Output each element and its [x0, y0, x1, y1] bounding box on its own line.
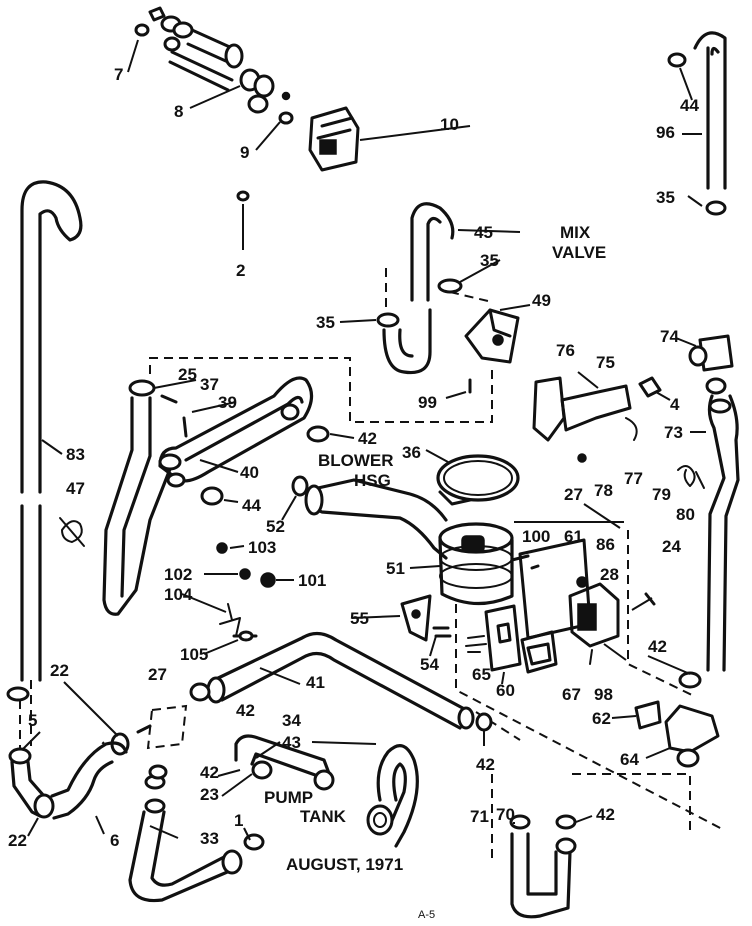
valve-assembly: [134, 6, 471, 250]
callout: 74: [660, 327, 679, 346]
callout: 47: [66, 479, 85, 498]
callout: 103: [248, 538, 276, 557]
callout: 24: [662, 537, 681, 556]
callout: 39: [218, 393, 237, 412]
callout: 52: [266, 517, 285, 536]
callout: 8: [174, 102, 183, 121]
callout: 22: [50, 661, 69, 680]
callout: 42: [648, 637, 667, 656]
callout: 25: [178, 365, 197, 384]
callout: 2: [236, 261, 245, 280]
callout: 22: [8, 831, 27, 850]
callout: 35: [480, 251, 499, 270]
footer-page: A-5: [418, 909, 435, 921]
hose-96: [667, 31, 727, 216]
callout: 79: [652, 485, 671, 504]
callout: 105: [180, 645, 208, 664]
hose-40-assembly: [102, 376, 314, 616]
callout: 6: [110, 831, 119, 850]
hose-41: [189, 631, 521, 741]
callout: 60: [496, 681, 515, 700]
callout: 98: [594, 685, 613, 704]
callout: 70: [496, 805, 515, 824]
callout: 71: [470, 807, 489, 826]
callout: 73: [664, 423, 683, 442]
callout: 1: [234, 811, 243, 830]
clamp-36: [425, 449, 520, 506]
callout: 33: [200, 829, 219, 848]
callout: 83: [66, 445, 85, 464]
callout: 77: [624, 469, 643, 488]
caption: HSG: [354, 471, 391, 490]
callout: 80: [676, 505, 695, 524]
hose-5-6: [6, 686, 128, 820]
bracket-49: [445, 291, 531, 399]
callout: 40: [240, 463, 259, 482]
bracket-75-76: [532, 371, 671, 463]
part-47: [59, 517, 85, 547]
callout: 5: [28, 711, 37, 730]
caption: TANK: [300, 807, 347, 826]
callout: 49: [532, 291, 551, 310]
callout: 78: [594, 481, 613, 500]
leader-lines: [21, 39, 693, 841]
callout: 34: [282, 711, 301, 730]
callout: 76: [556, 341, 575, 360]
hose-45: [376, 202, 521, 375]
callout: 64: [620, 750, 639, 769]
callout: 23: [200, 785, 219, 804]
callout: 65: [472, 665, 491, 684]
callout: 62: [592, 709, 611, 728]
callout: 27: [564, 485, 583, 504]
caption: MIX: [560, 223, 591, 242]
callout: 67: [562, 685, 581, 704]
callout: 44: [680, 96, 699, 115]
callout: 35: [656, 188, 675, 207]
callout: 100: [522, 527, 550, 546]
callout: 37: [200, 375, 219, 394]
callout: 61: [564, 527, 583, 546]
callout: 43: [282, 733, 301, 752]
callout: 4: [670, 395, 680, 414]
callout: 27: [148, 665, 167, 684]
callout: 102: [164, 565, 192, 584]
callout: 36: [402, 443, 421, 462]
hose-43: [366, 744, 419, 848]
hose-34: [234, 734, 335, 791]
callout: 28: [600, 565, 619, 584]
callout: 9: [240, 143, 249, 162]
callout: 41: [306, 673, 325, 692]
callout: 45: [474, 223, 493, 242]
callout: 42: [358, 429, 377, 448]
callout: 44: [242, 496, 261, 515]
callout: 10: [440, 115, 459, 134]
callout: 7: [114, 65, 123, 84]
clip-79-80: [677, 465, 705, 489]
callout: 42: [596, 805, 615, 824]
callout: 104: [164, 585, 193, 604]
hose-83: [20, 180, 83, 746]
callout: 54: [420, 655, 439, 674]
callout: 51: [386, 559, 405, 578]
hose-71: [509, 814, 577, 919]
control-panel: [400, 538, 656, 674]
callout: 96: [656, 123, 675, 142]
callout: 101: [298, 571, 326, 590]
callout: 86: [596, 535, 615, 554]
callout: 42: [200, 763, 219, 782]
callout: 42: [236, 701, 255, 720]
caption: VALVE: [552, 243, 606, 262]
hose-33: [128, 774, 265, 903]
caption: PUMP: [264, 788, 313, 807]
callout: 35: [316, 313, 335, 332]
callout: 42: [476, 755, 495, 774]
callout: 75: [596, 353, 615, 372]
callout-labels: 7 8 9 10 2 44 96 35 45 MIX VALVE 35 35 4…: [8, 65, 699, 850]
caption: BLOWER: [318, 451, 394, 470]
footer-date: AUGUST, 1971: [286, 855, 403, 874]
callout: 99: [418, 393, 437, 412]
fitting-74: [675, 334, 740, 672]
